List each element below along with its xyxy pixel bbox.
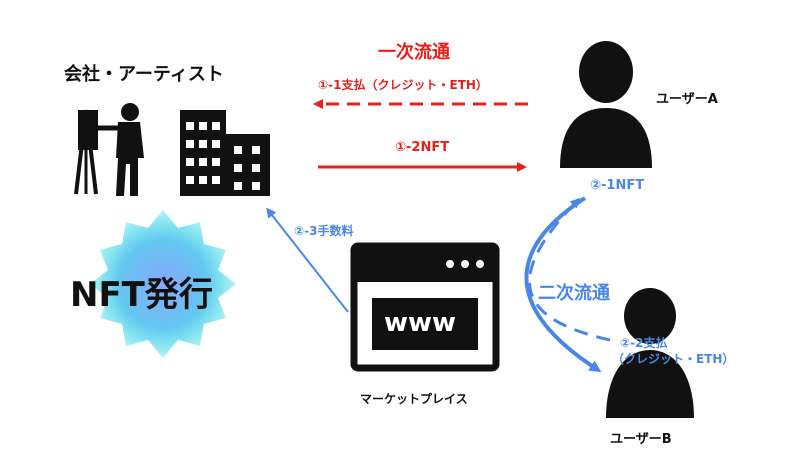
primary-distribution-title: 一次流通 xyxy=(378,42,450,63)
fee-2-3-label: ②-3手数料 xyxy=(294,224,354,238)
payment-2-2-label-line2: （クレジット・ETH） xyxy=(612,352,735,366)
user-b-person-icon xyxy=(606,288,694,418)
payment-2-2-arrow xyxy=(528,197,611,342)
company-artist-label: 会社・アーティスト xyxy=(64,64,224,85)
office-building-icon xyxy=(180,110,270,196)
user-a-person-icon xyxy=(560,41,652,168)
payment-2-2-label-line1: ②-2支払 xyxy=(620,336,668,350)
marketplace-label: マーケットプレイス xyxy=(360,392,468,406)
user-b-label: ユーザーB xyxy=(610,432,672,447)
browser-window-icon xyxy=(350,242,500,372)
fee-2-3-arrow xyxy=(266,207,349,313)
nft-1-2-label: ①-2NFT xyxy=(395,140,450,155)
nft-2-1-label: ②-1NFT xyxy=(590,178,645,193)
payment-1-1-label: ①-1支払（クレジット・ETH） xyxy=(318,78,488,92)
user-a-label: ユーザーA xyxy=(656,92,718,107)
nft-2-1-arrow xyxy=(524,196,602,373)
nft-issue-label: NFT発行 xyxy=(70,275,213,315)
painter-at-easel-icon xyxy=(74,103,144,196)
browser-www-text: www xyxy=(384,308,457,338)
secondary-distribution-title: 二次流通 xyxy=(538,283,610,304)
nft-issue-badge xyxy=(90,210,236,358)
